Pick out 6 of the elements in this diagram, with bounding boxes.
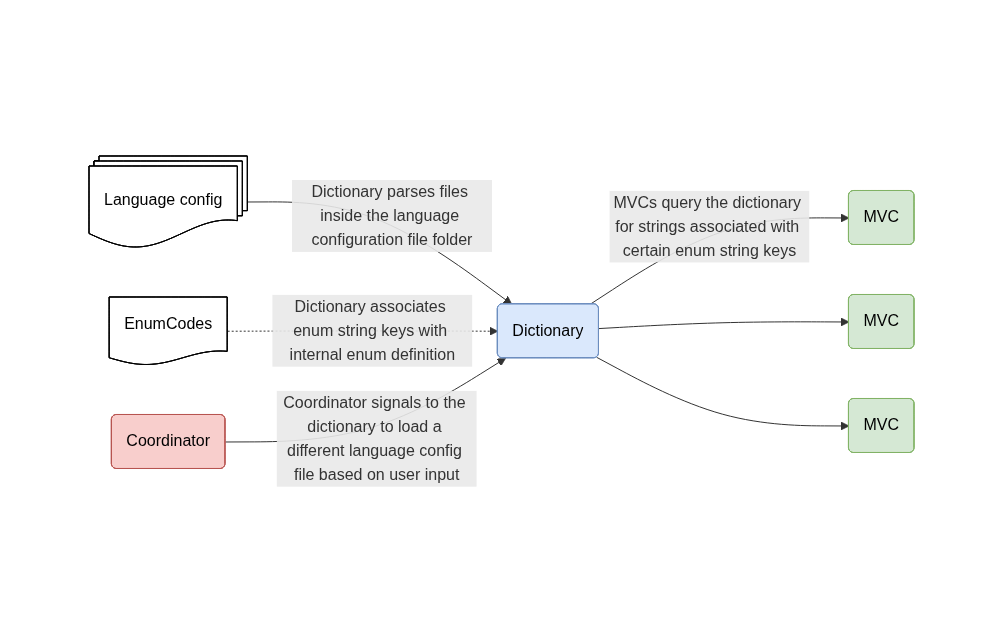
edge-label: Coordinator signals to the dictionary to load a different language config file based on user input: [283, 393, 466, 483]
edge-label: Dictionary associates enum string keys with internal enum definition: [289, 297, 456, 363]
edge-label: MVCs query the dictionary for strings associated with certain enum string keys: [613, 193, 802, 259]
edge-label: Dictionary parses files inside the language configuration file folder: [311, 182, 473, 248]
arrow: [598, 317, 850, 329]
arrow: [596, 356, 850, 430]
